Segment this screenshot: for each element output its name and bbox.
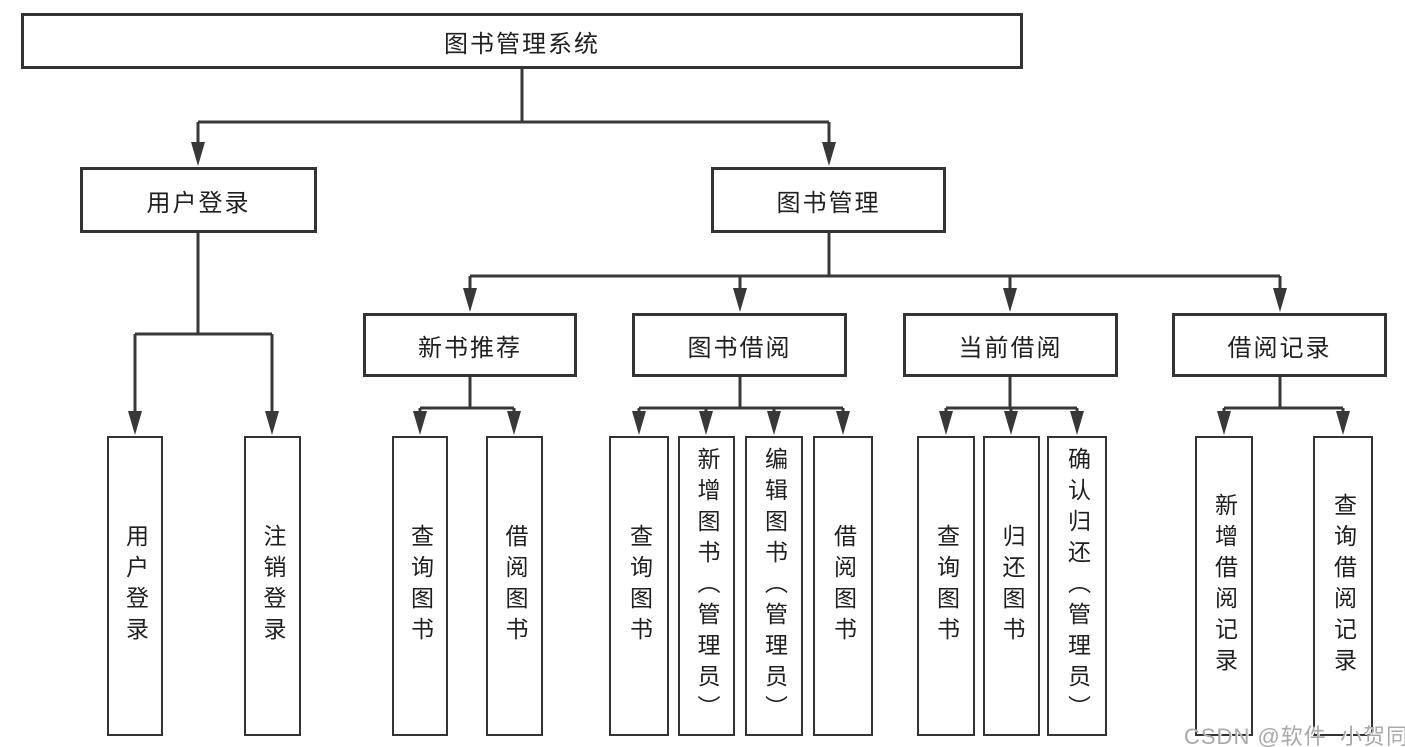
node-current-borrow: 当前借阅 (903, 313, 1118, 377)
leaf-borrow-book: 借阅图书 (813, 436, 873, 736)
watermark: CSDN @软件_小贺同学 (1184, 724, 1405, 747)
leaf-add-book-admin: 新增图书（管理员） (678, 436, 735, 736)
node-new-book-recommend: 新书推荐 (363, 313, 577, 377)
node-borrow-records: 借阅记录 (1172, 313, 1387, 377)
leaf-user-login: 用户登录 (107, 436, 163, 736)
leaf-add-borrow-record: 新增借阅记录 (1195, 436, 1253, 736)
node-library-management-system: 图书管理系统 (21, 13, 1023, 69)
leaf-edit-book-admin: 编辑图书（管理员） (745, 436, 803, 736)
leaf-return-book: 归还图书 (983, 436, 1040, 736)
leaf-logout: 注销登录 (244, 436, 301, 736)
leaf-query-books-current: 查询图书 (917, 436, 975, 736)
node-book-management: 图书管理 (711, 167, 946, 233)
leaf-query-borrow-record: 查询借阅记录 (1313, 436, 1373, 736)
leaf-query-books-borrow: 查询图书 (609, 436, 669, 736)
node-user-login: 用户登录 (80, 167, 317, 233)
leaf-query-books-recommend: 查询图书 (392, 436, 448, 736)
node-book-borrow: 图书借阅 (632, 313, 847, 377)
leaf-confirm-return-admin: 确认归还（管理员） (1047, 436, 1107, 736)
leaf-borrow-book-recommend: 借阅图书 (486, 436, 543, 736)
